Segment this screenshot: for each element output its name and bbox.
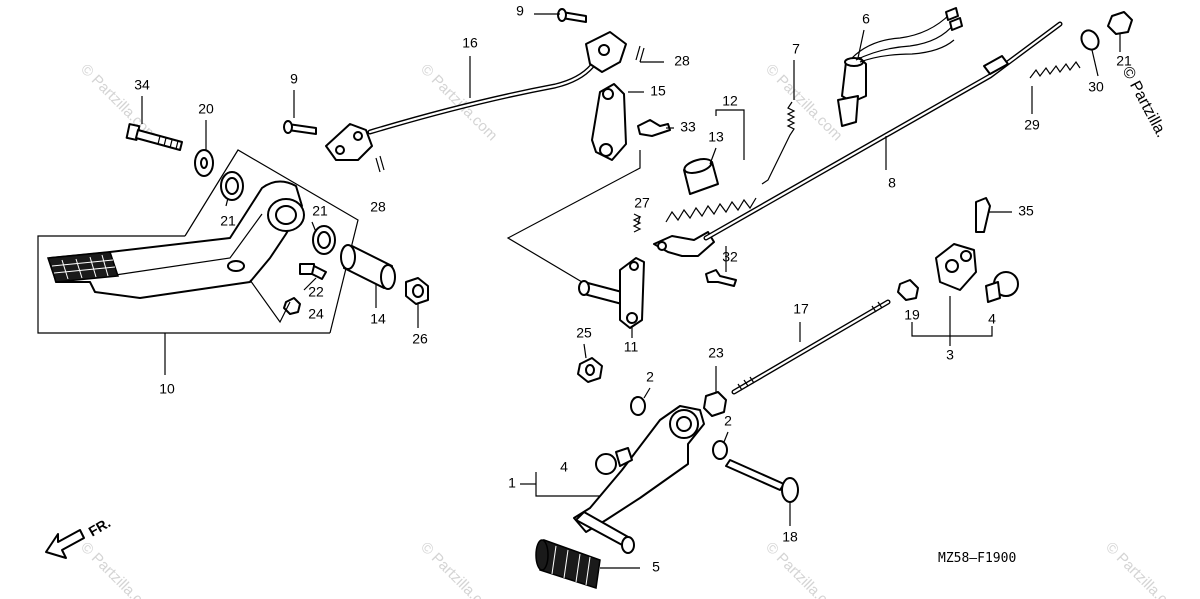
- watermark: © Partzilla.com: [762, 61, 845, 144]
- arm-15: [591, 83, 627, 161]
- callout-19: 19: [904, 307, 920, 323]
- diagram-code: MZ58—F1900: [938, 551, 1016, 566]
- watermark: © Partzilla.com: [1102, 539, 1185, 599]
- callout-2: 2: [724, 413, 732, 429]
- callout-3: 3: [946, 347, 954, 363]
- callout-26: 26: [412, 331, 428, 347]
- collar-14: [340, 244, 396, 290]
- spring-7: [761, 101, 796, 185]
- callout-6: 6: [862, 11, 870, 27]
- callout-9: 9: [516, 3, 524, 19]
- callout-33: 33: [680, 119, 696, 135]
- callout-21: 21: [1116, 53, 1132, 69]
- callout-28: 28: [674, 53, 690, 69]
- springs-and-rod: [653, 21, 1063, 287]
- callout-29: 29: [1024, 117, 1040, 133]
- leader-lines: [141, 13, 1121, 569]
- bolt-34: [125, 123, 183, 151]
- bolt-18: [725, 459, 785, 491]
- callout-21: 21: [312, 203, 328, 219]
- ball-joint-4: [985, 271, 1019, 303]
- callout-32: 32: [722, 249, 738, 265]
- cotter-pin-28: [375, 155, 385, 173]
- bolt-33: [637, 119, 671, 137]
- callout-25: 25: [576, 325, 592, 341]
- bracket-10-upper: [184, 149, 359, 334]
- nut-31: [1107, 11, 1133, 35]
- callout-12: 12: [722, 93, 738, 109]
- callout-14: 14: [370, 311, 386, 327]
- callout-8: 8: [888, 175, 896, 191]
- rod-17: [703, 299, 891, 417]
- callout-5: 5: [652, 559, 660, 575]
- watermark: © Partzilla.com: [417, 539, 500, 599]
- washer-2: [630, 396, 646, 416]
- callout-24: 24: [308, 306, 324, 322]
- callout-9: 9: [290, 71, 298, 87]
- watermark: © Partzilla.com: [762, 539, 845, 599]
- washer-2: [712, 440, 728, 460]
- spring-29: [1029, 60, 1081, 79]
- callout-4: 4: [560, 459, 568, 475]
- bracket-10: [37, 235, 330, 334]
- shift-lever-1: [520, 396, 799, 589]
- shaft-11: [578, 257, 645, 329]
- callout-17: 17: [793, 301, 809, 317]
- spring-12: [665, 197, 757, 223]
- bolt-35: [975, 197, 991, 233]
- cotter-pin-28: [635, 45, 645, 63]
- brake-pedal: [49, 180, 303, 299]
- callout-2: 2: [646, 369, 654, 385]
- brand-watermark: © Partzilla.: [1118, 64, 1169, 140]
- callout-10: 10: [159, 381, 175, 397]
- callout-18: 18: [782, 529, 798, 545]
- callouts: 1 2 2 3 4 4 5 6 7 8 9 9 10 11 12 13 14 1…: [134, 3, 1132, 575]
- callout-1: 1: [508, 475, 516, 491]
- ball-joint-4: [595, 447, 633, 475]
- footpeg-rubber-5: [535, 538, 601, 589]
- callout-30: 30: [1088, 79, 1104, 95]
- watermark: © Partzilla.com: [77, 539, 160, 599]
- callout-23: 23: [708, 345, 724, 361]
- nut-23: [703, 391, 727, 417]
- bolt-32: [705, 269, 737, 287]
- bracket-3-group: [897, 197, 1019, 346]
- callout-21: 21: [220, 213, 236, 229]
- nut-24: [283, 297, 301, 315]
- callout-28: 28: [370, 199, 386, 215]
- callout-7: 7: [792, 41, 800, 57]
- callout-16: 16: [462, 35, 478, 51]
- callout-35: 35: [1018, 203, 1034, 219]
- nut-19: [897, 279, 919, 301]
- collar-30: [1080, 29, 1100, 51]
- callout-13: 13: [708, 129, 724, 145]
- callout-20: 20: [198, 101, 214, 117]
- spring-27: [632, 213, 642, 233]
- callout-27: 27: [634, 195, 650, 211]
- front-label: FR.: [86, 514, 114, 539]
- callout-34: 34: [134, 77, 150, 93]
- bolt-22: [299, 263, 327, 280]
- callout-22: 22: [308, 284, 324, 300]
- pedal-pad: [46, 251, 120, 283]
- brake-pedal-group: [37, 123, 429, 375]
- callout-15: 15: [650, 83, 666, 99]
- callout-4: 4: [988, 311, 996, 327]
- linkage-group: [506, 83, 671, 383]
- brake-rod-16: [283, 8, 645, 173]
- callout-11: 11: [624, 339, 639, 355]
- switch-6: [837, 7, 963, 127]
